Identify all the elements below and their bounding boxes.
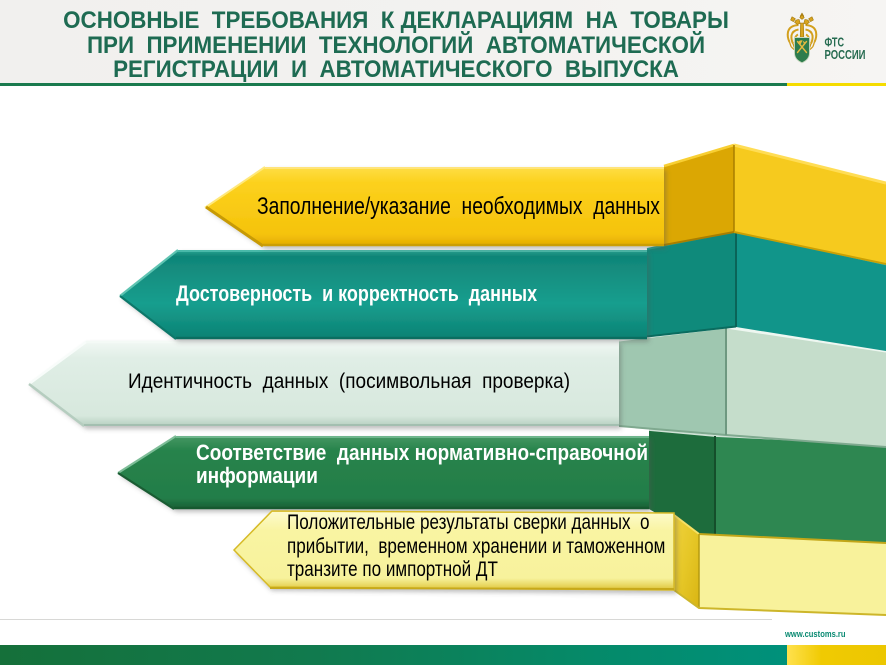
svg-text:РОССИИ: РОССИИ (825, 48, 866, 62)
svg-text:ФТС: ФТС (825, 36, 845, 50)
